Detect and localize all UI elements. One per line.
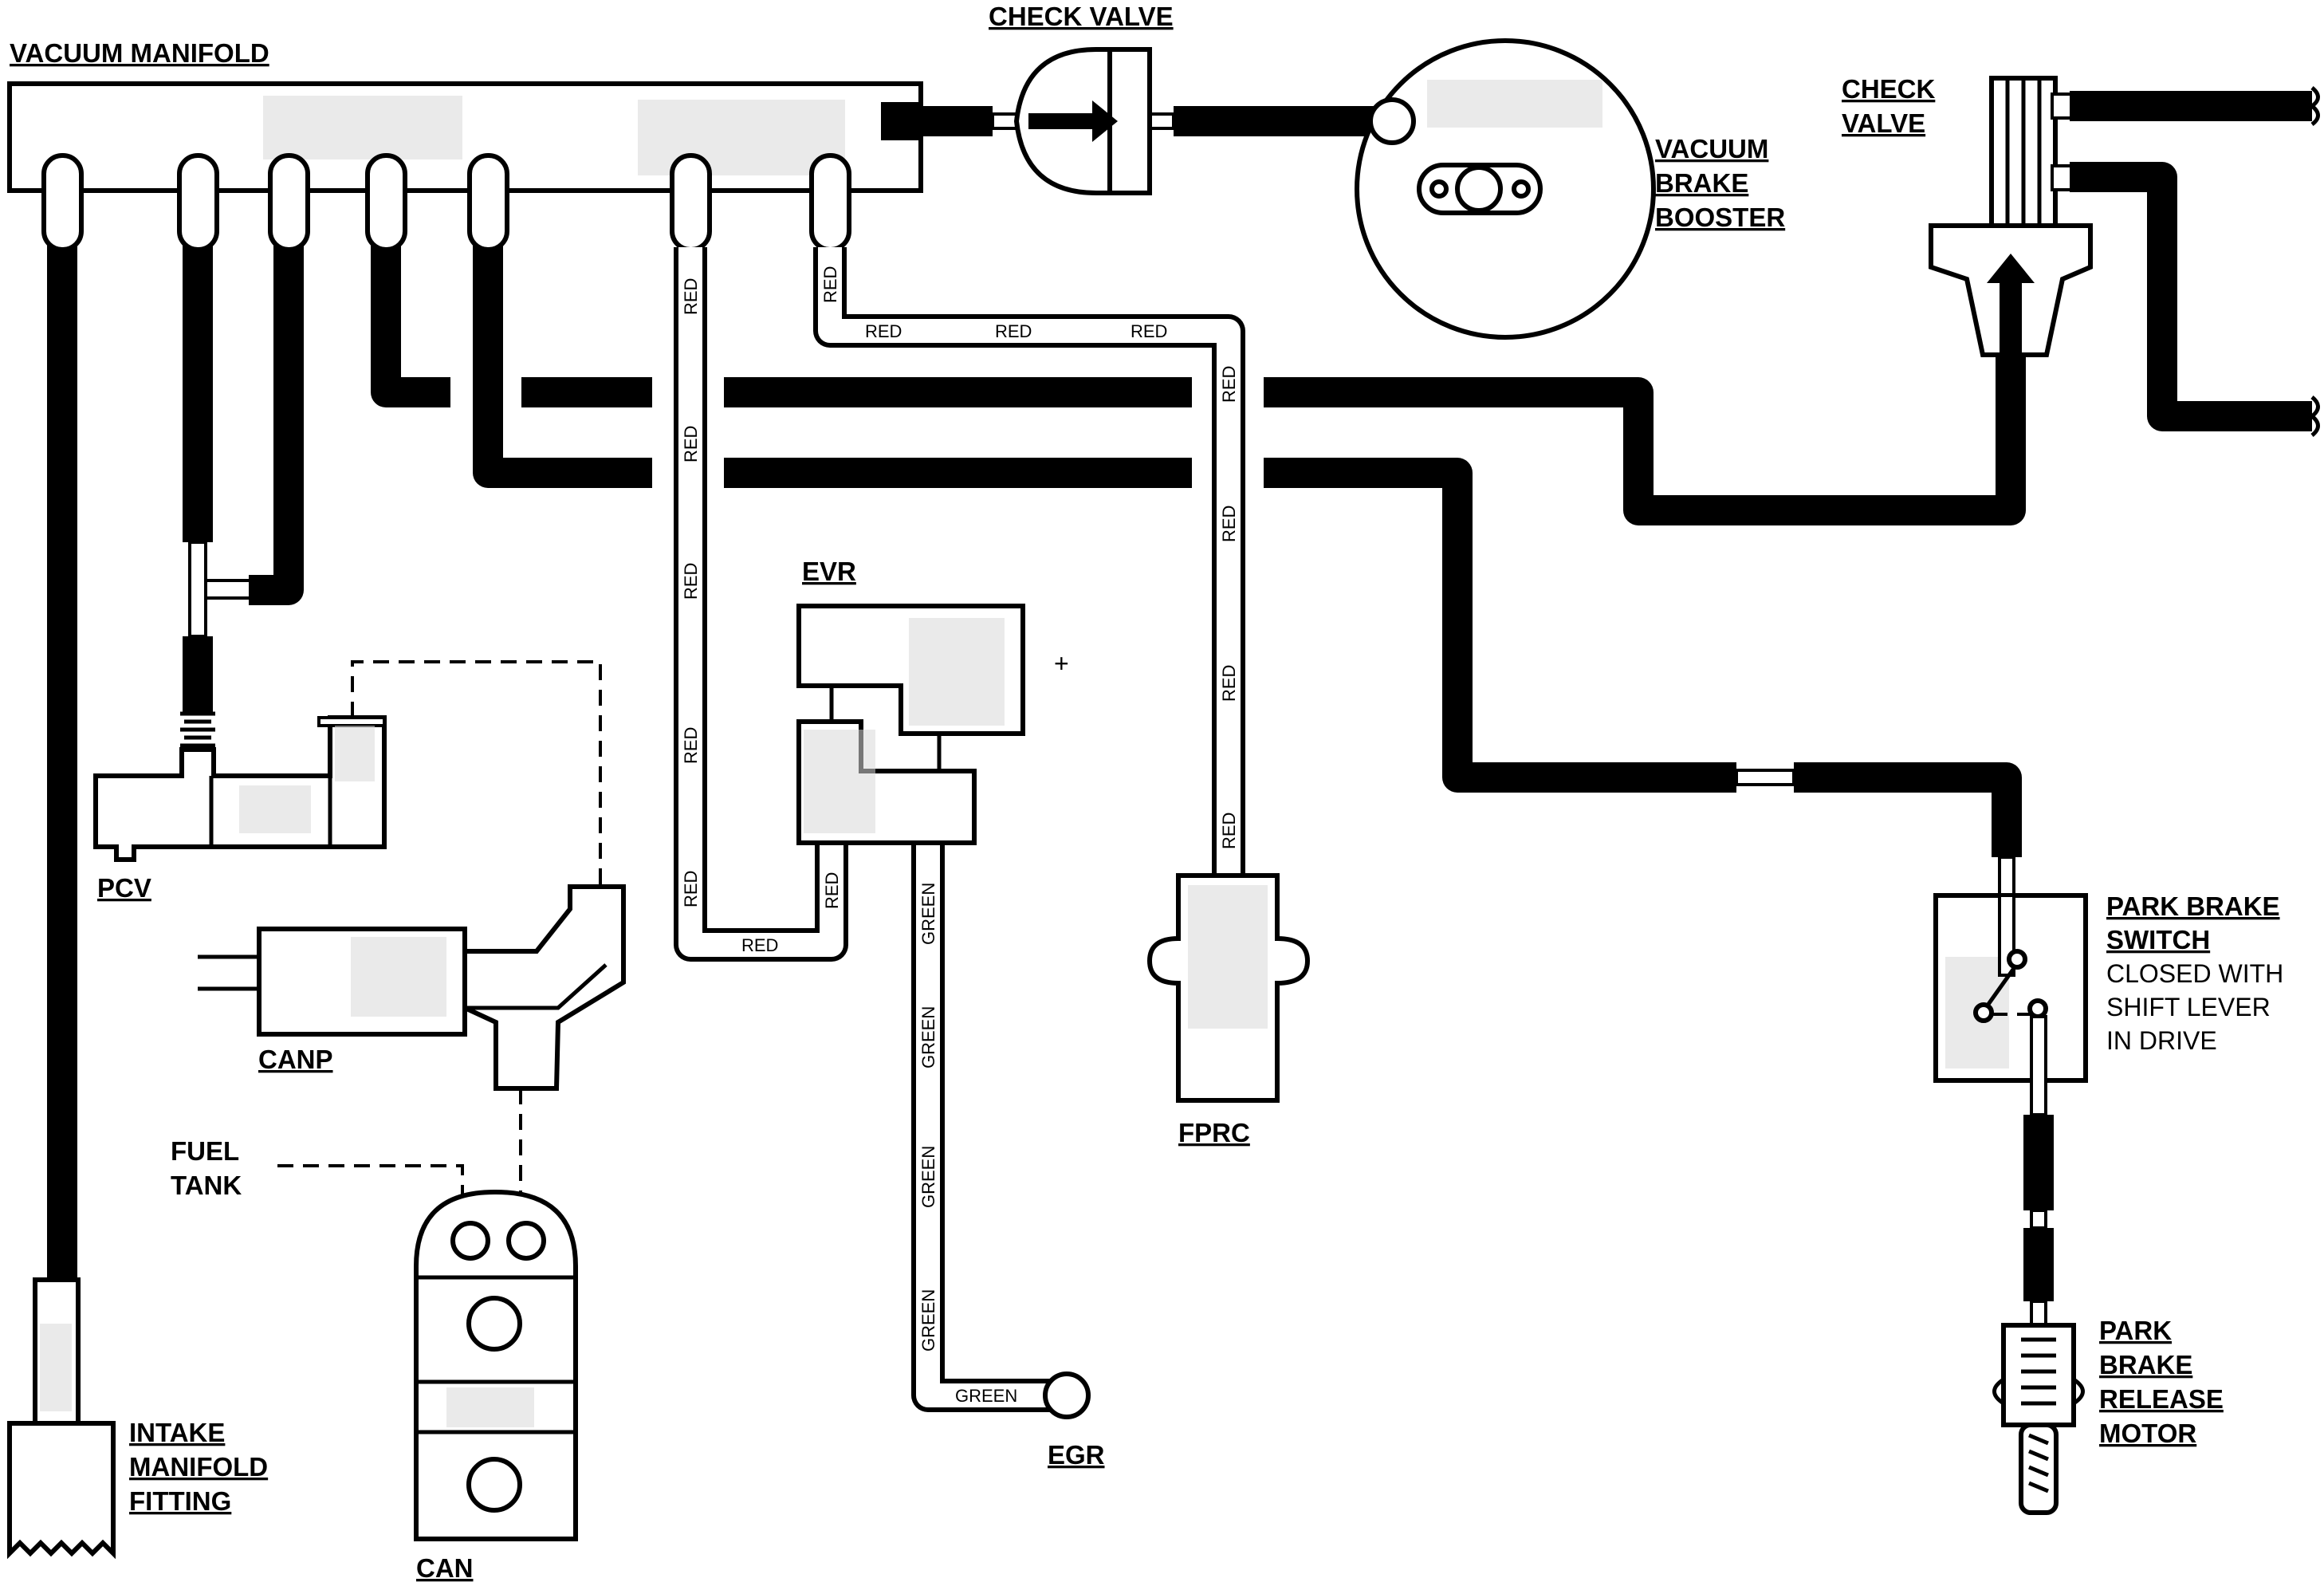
label-egr: EGR xyxy=(1048,1440,1105,1470)
label-motor-2: BRAKE xyxy=(2099,1350,2192,1379)
green-label: GREEN xyxy=(918,1006,938,1068)
red-label: RED xyxy=(1131,321,1167,341)
hose-to-right-check-valve xyxy=(371,239,450,407)
hose-color-labels: RED RED RED RED RED RED RED RED RED RED … xyxy=(681,266,1239,1406)
nipple-2 xyxy=(177,153,219,252)
check-valve-top xyxy=(1013,47,1152,195)
plus-mark: + xyxy=(1054,649,1069,678)
label-motor-3: RELEASE xyxy=(2099,1384,2224,1414)
red-label: RED xyxy=(741,935,778,955)
label-fuel-tank-1: FUEL xyxy=(171,1136,239,1166)
pcv-valve xyxy=(93,711,387,862)
label-canp: CANP xyxy=(258,1045,333,1074)
label-intake-1: INTAKE xyxy=(129,1418,225,1447)
hose-seg-a3 xyxy=(1264,355,2026,525)
thin-connectors xyxy=(188,112,2047,1327)
component-labels: VACUUM MANIFOLD CHECK VALVE VACUUM BRAKE… xyxy=(10,2,2283,1582)
red-label: RED xyxy=(681,563,701,600)
check-valve-right xyxy=(1929,76,2320,437)
label-booster-3: BOOSTER xyxy=(1655,203,1785,232)
red-label: RED xyxy=(820,266,840,303)
red-label: RED xyxy=(681,871,701,907)
green-label: GREEN xyxy=(918,1289,938,1352)
green-label: GREEN xyxy=(918,1146,938,1208)
egr-port xyxy=(1043,1371,1091,1419)
hose-seg-b3 xyxy=(1794,762,2022,857)
red-label: RED xyxy=(1219,665,1239,702)
label-intake-2: MANIFOLD xyxy=(129,1452,268,1482)
evr-regulator: + xyxy=(796,604,1069,845)
red-label: RED xyxy=(1219,366,1239,403)
label-booster-2: BRAKE xyxy=(1655,168,1748,198)
hose-seg-b2 xyxy=(1264,458,1736,793)
green-label: GREEN xyxy=(918,883,938,945)
red-label: RED xyxy=(681,278,701,315)
label-fprc: FPRC xyxy=(1178,1118,1250,1147)
fprc-solenoid xyxy=(1146,873,1311,1103)
red-label: RED xyxy=(1219,506,1239,542)
label-vacuum-manifold: VACUUM MANIFOLD xyxy=(10,38,269,68)
label-booster-1: VACUUM xyxy=(1655,134,1768,163)
red-label: RED xyxy=(865,321,902,341)
label-can: CAN xyxy=(416,1553,474,1582)
nipple-5 xyxy=(467,153,509,252)
park-brake-switch xyxy=(1933,893,2088,1116)
red-label: RED xyxy=(681,727,701,764)
label-switch-note-1: CLOSED WITH xyxy=(2106,959,2283,988)
label-park-brake-switch-2: SWITCH xyxy=(2106,925,2210,954)
colored-hoses xyxy=(674,247,1245,1412)
nipple-7 xyxy=(809,153,851,252)
canp-solenoid xyxy=(198,884,626,1091)
green-hose-egr xyxy=(911,845,1060,1412)
label-pcv: PCV xyxy=(97,873,151,903)
nipple-1 xyxy=(41,153,84,252)
hose-to-park-brake-switch xyxy=(473,239,652,488)
vacuum-brake-booster xyxy=(1355,38,1656,340)
intake-manifold-fitting xyxy=(7,1277,116,1560)
hose-check-valve-out-lower xyxy=(2070,162,2312,431)
label-switch-note-2: SHIFT LEVER xyxy=(2106,993,2271,1021)
red-label: RED xyxy=(822,872,842,909)
label-fuel-tank-2: TANK xyxy=(171,1171,242,1200)
hose-pcv-branch xyxy=(249,239,304,605)
label-motor-4: MOTOR xyxy=(2099,1419,2196,1448)
red-label: RED xyxy=(681,426,701,462)
vacuum-hoses xyxy=(47,91,2312,1301)
nipple-4 xyxy=(365,153,407,252)
label-check-valve-top: CHECK VALVE xyxy=(989,2,1174,31)
dashed-connections xyxy=(277,660,602,1196)
label-park-brake-switch-1: PARK BRAKE xyxy=(2106,891,2280,921)
label-check-valve-right-2: VALVE xyxy=(1842,108,1925,138)
charcoal-canister xyxy=(414,1190,578,1541)
nipple-6 xyxy=(670,153,712,252)
label-motor-1: PARK xyxy=(2099,1316,2172,1345)
label-intake-3: FITTING xyxy=(129,1486,231,1516)
red-label: RED xyxy=(995,321,1032,341)
park-brake-release-motor xyxy=(1992,1323,2085,1515)
label-evr: EVR xyxy=(802,557,856,586)
nipple-3 xyxy=(268,153,310,252)
vacuum-manifold xyxy=(7,81,923,252)
label-check-valve-right-1: CHECK xyxy=(1842,74,1936,104)
red-label: RED xyxy=(1219,813,1239,849)
green-label: GREEN xyxy=(955,1386,1017,1406)
label-switch-note-3: IN DRIVE xyxy=(2106,1026,2217,1055)
